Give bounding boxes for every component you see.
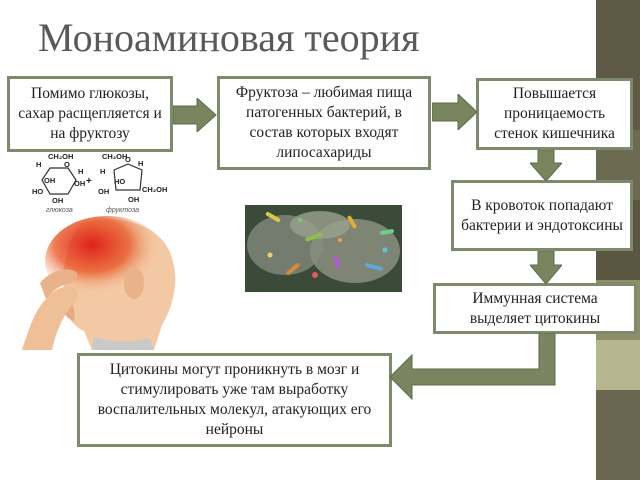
sugar-formulas: CH₂OH O H H OH HO OH OH глюкоза + CH₂OH … [32, 152, 167, 214]
bacteria-micrograph [245, 205, 402, 292]
arrow-bent-left [390, 333, 556, 401]
fructose-ch2oh1: CH₂OH [102, 152, 127, 161]
glucose-h2: H [78, 167, 83, 176]
box-glucose: Помимо глюкозы, сахар расщепляется и на … [7, 76, 173, 152]
fructose-ho: HO [114, 177, 125, 186]
box-permeability-text: Повышается проницаемость стенок кишечник… [494, 85, 615, 142]
arrow-down-1 [530, 150, 562, 181]
arrow-right-2 [432, 94, 478, 130]
arrow-down-2 [530, 251, 562, 284]
box-cytokines: Цитокины могут проникнуть в мозг и стиму… [77, 353, 392, 447]
box-immune: Иммунная система выделяет цитокины [433, 283, 637, 334]
fructose-ch2oh2: CH₂OH [142, 185, 167, 194]
fructose-oh2: OH [128, 195, 139, 204]
glucose-oh2: OH [74, 179, 85, 188]
fructose-label: фруктоза [106, 207, 139, 214]
glucose-h1: H [36, 160, 41, 169]
box-fructose: Фруктоза – любимая пища патогенных бакте… [217, 76, 431, 170]
sidebar-segment [596, 390, 640, 480]
arrow-right-1 [173, 98, 217, 132]
glucose-oh3: OH [52, 196, 63, 205]
sidebar-segment [596, 340, 640, 390]
fructose-h1: H [138, 159, 143, 168]
box-bloodstream-text: В кровоток попадают бактерии и эндотокси… [461, 196, 623, 234]
box-permeability: Повышается проницаемость стенок кишечник… [476, 78, 633, 150]
glucose-ho: HO [32, 187, 43, 196]
box-immune-text: Иммунная система выделяет цитокины [469, 289, 601, 327]
box-fructose-text: Фруктоза – любимая пища патогенных бакте… [235, 84, 413, 161]
slide-title: Моноаминовая теория [38, 15, 420, 60]
box-glucose-text: Помимо глюкозы, сахар расщепляется и на … [18, 85, 162, 142]
glucose-ch2oh: CH₂OH [48, 152, 73, 161]
glucose-label: глюкоза [46, 207, 73, 214]
headache-illustration [22, 216, 176, 350]
box-cytokines-text: Цитокины могут проникнуть в мозг и стиму… [97, 361, 372, 438]
glucose-o: O [64, 160, 70, 169]
fructose-h2: H [100, 167, 105, 176]
glucose-oh1: OH [44, 176, 55, 185]
fructose-oh1: OH [98, 187, 109, 196]
plus-sign: + [86, 176, 92, 187]
fructose-o: O [125, 155, 131, 164]
box-bloodstream: В кровоток попадают бактерии и эндотокси… [451, 180, 633, 251]
